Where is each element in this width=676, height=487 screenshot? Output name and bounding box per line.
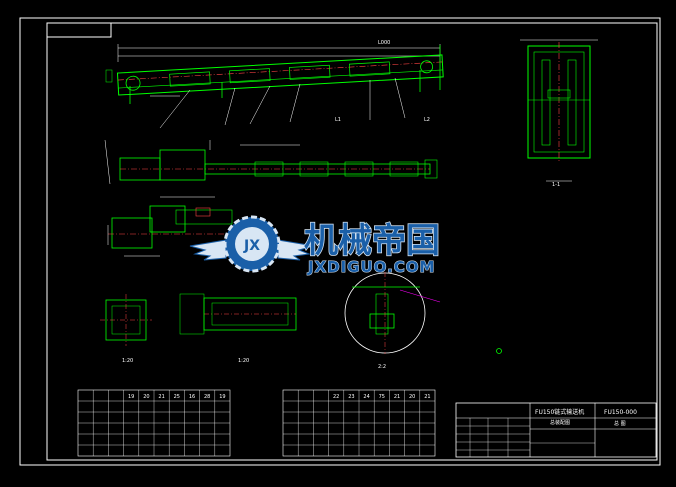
- table-header-cell: 28: [204, 394, 210, 400]
- watermark-en: JXDIGUO.COM: [307, 258, 435, 276]
- title-block-drawing-title: FU150链式输送机: [535, 408, 584, 416]
- watermark-badge: JX: [243, 238, 260, 254]
- parameter-table-left: 19 20 21 25 16 28 19: [77, 389, 231, 457]
- title-block-scale-label: 总 图: [614, 420, 626, 427]
- table-header-cell: 19: [219, 394, 225, 400]
- table-header-cell: 16: [189, 394, 195, 400]
- title-code-box: [46, 22, 112, 38]
- side-section-view: 1-1: [520, 39, 598, 188]
- side-view-caption: 1-1: [552, 182, 560, 188]
- circle-detail-caption: 2:2: [378, 364, 386, 370]
- table-header-cell: 75: [379, 394, 385, 400]
- watermark-logo: JX 机械帝国 JXDIGUO.COM: [189, 215, 441, 277]
- table-header-cell: 25: [174, 394, 180, 400]
- table-header-cell: 20: [143, 394, 149, 400]
- table-header-cell: 20: [409, 394, 415, 400]
- sheet-inner-border: [46, 22, 658, 461]
- bottom-middle-detail: 1:20: [179, 293, 297, 364]
- circular-detail-view: 2:2: [344, 272, 441, 370]
- middle-detail-caption: 1:20: [238, 358, 249, 364]
- shaft-assembly-view: [104, 139, 438, 185]
- table-header-cell: 21: [394, 394, 400, 400]
- table-header-cell: 23: [348, 394, 354, 400]
- watermark-cn: 机械帝国: [304, 221, 440, 261]
- bottom-left-detail: 1:20: [100, 294, 152, 364]
- table-header-cell: 24: [363, 394, 369, 400]
- sheet-outer-border: [19, 17, 661, 466]
- table-header-cell: 22: [333, 394, 339, 400]
- section-label-l2: L2: [424, 117, 430, 123]
- title-block-drawing-number: FU150-000: [604, 409, 637, 416]
- drive-detail-view: [107, 196, 240, 257]
- title-block-sub-title: 总装配图: [550, 419, 570, 426]
- table-header-cell: 19: [128, 394, 134, 400]
- section-label-l1: L1: [335, 117, 341, 123]
- parameter-table-right: 22 23 24 75 21 20 21: [282, 389, 436, 457]
- title-block: FU150链式输送机 总装配图 FU150-000 总 图: [455, 402, 657, 458]
- main-dim-label: L000: [378, 40, 390, 46]
- main-conveyor-view: L000 L1 L2: [105, 40, 444, 129]
- table-header-cell: 21: [424, 394, 430, 400]
- table-header-cell: 21: [158, 394, 164, 400]
- reference-marker: [496, 348, 502, 354]
- left-detail-caption: 1:20: [122, 358, 133, 364]
